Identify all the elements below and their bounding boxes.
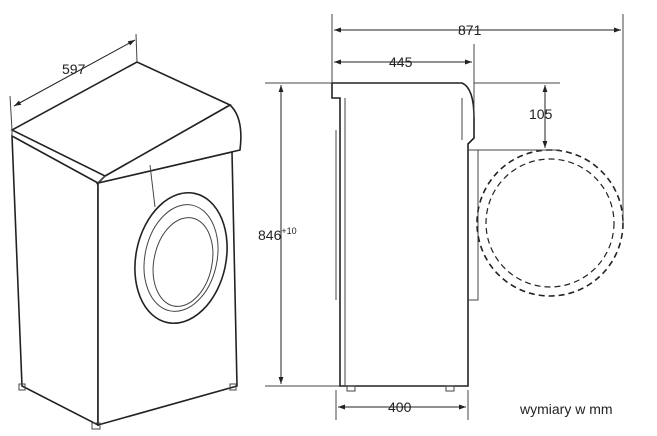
machine-perspective-view: 597 [9,33,242,430]
body-depth-label: 445 [389,54,413,70]
machine-side-view [331,82,624,392]
height-dimension-label: 846+10 [258,226,297,243]
door-offset-dimension: 105 [474,82,560,151]
height-dimension: 846+10 [258,82,340,387]
door-offset-label: 105 [529,106,553,122]
units-caption: wymiary w mm [519,401,613,417]
total-depth-label: 871 [458,22,482,38]
base-depth-label: 400 [388,399,412,415]
total-depth-dimension: 871 [331,14,624,223]
width-dimension-label: 597 [62,61,86,77]
body-depth-dimension: 445 [334,44,475,118]
base-depth-dimension: 400 [335,390,469,420]
